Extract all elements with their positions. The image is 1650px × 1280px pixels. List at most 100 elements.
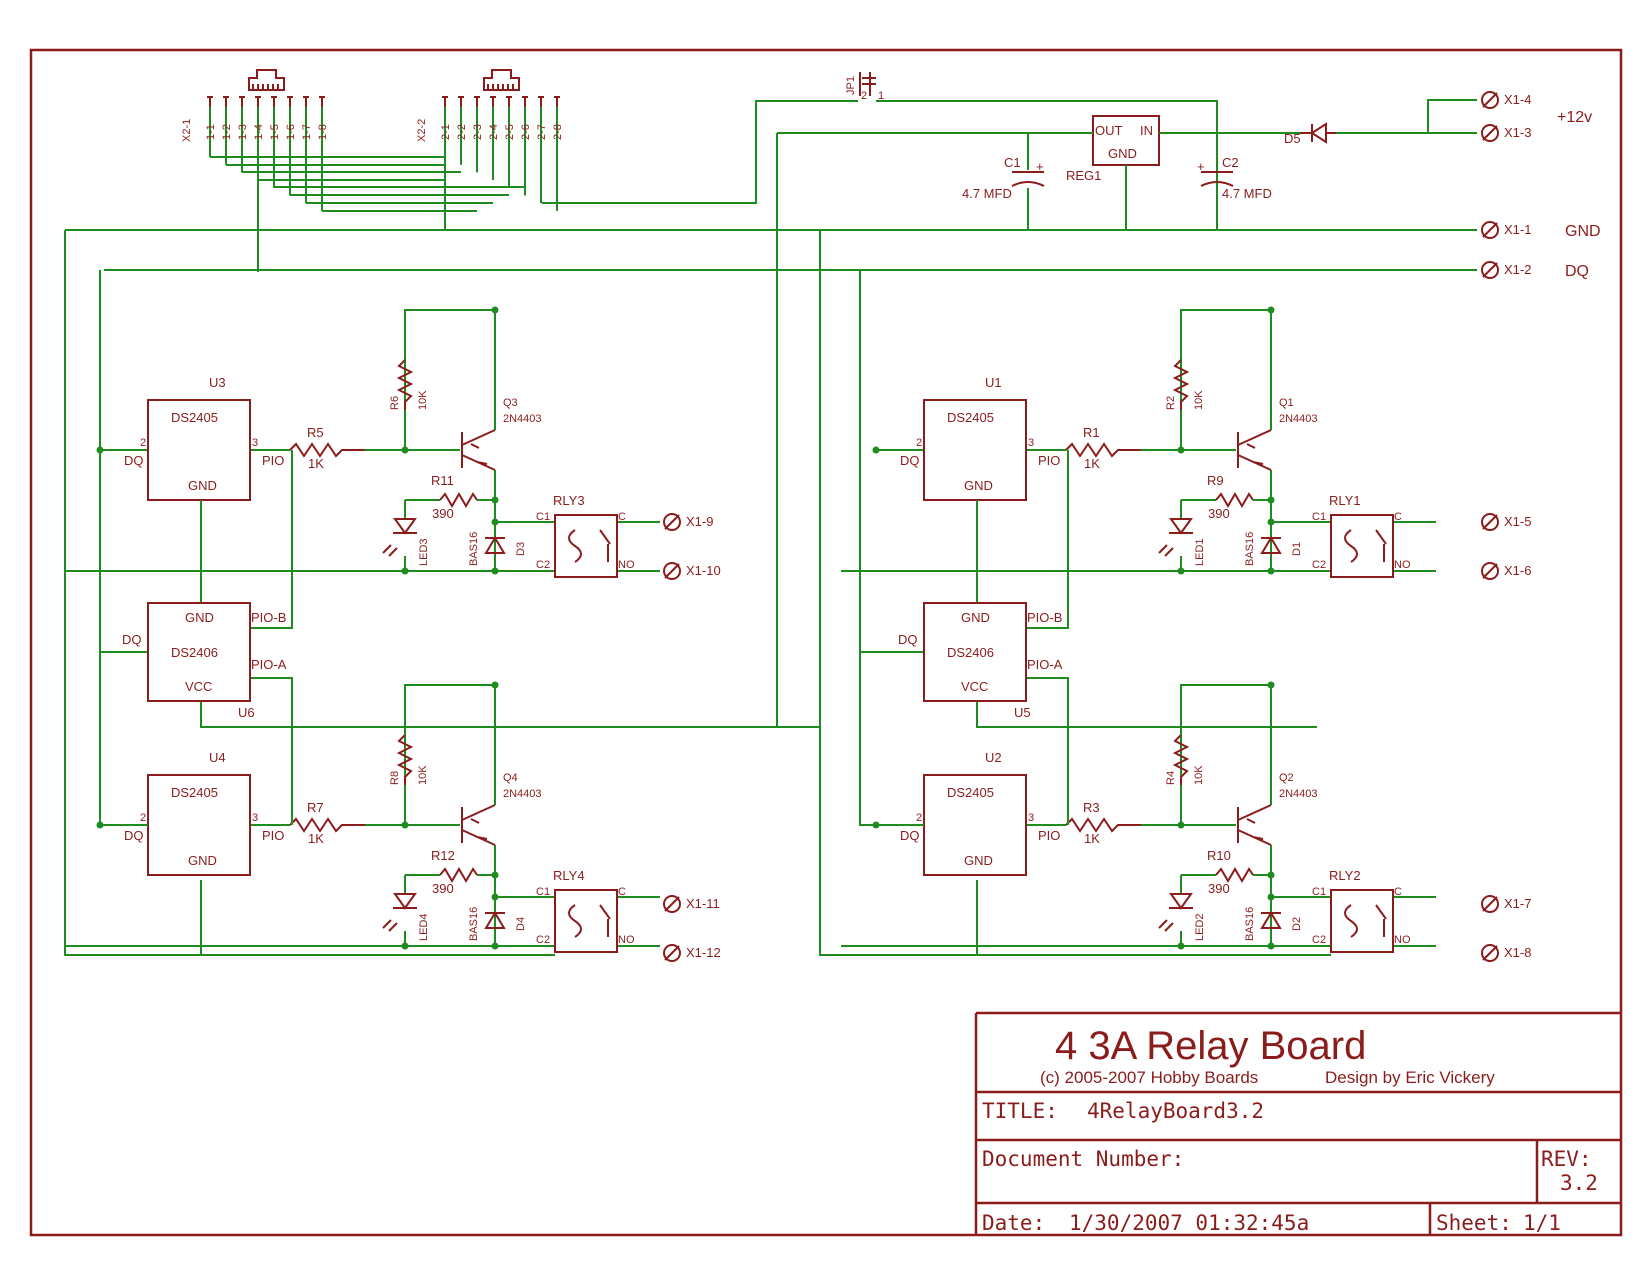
connector-pin-label: 2-4 (488, 124, 500, 140)
connector-pin-label: 1-2 (221, 124, 233, 140)
svg-text:390: 390 (1208, 881, 1230, 896)
svg-text:1: 1 (878, 90, 884, 102)
svg-text:C1: C1 (536, 511, 550, 523)
svg-text:RLY4: RLY4 (553, 868, 585, 883)
svg-text:GND: GND (964, 853, 993, 868)
svg-text:X1-5: X1-5 (1504, 514, 1531, 529)
svg-text:3: 3 (252, 437, 258, 449)
svg-text:NO: NO (1394, 559, 1411, 571)
svg-text:DQ: DQ (124, 828, 144, 843)
svg-text:2N4403: 2N4403 (1279, 413, 1318, 425)
svg-text:390: 390 (432, 506, 454, 521)
svg-text:GND: GND (961, 610, 990, 625)
svg-text:OUT: OUT (1095, 123, 1123, 138)
x2-2-ref: X2-2 (416, 119, 428, 142)
svg-text:PIO: PIO (262, 828, 284, 843)
svg-text:RLY1: RLY1 (1329, 493, 1361, 508)
svg-text:PIO: PIO (1038, 453, 1060, 468)
svg-text:BAS16: BAS16 (468, 532, 480, 566)
svg-text:10K: 10K (417, 765, 429, 785)
svg-text:R9: R9 (1207, 473, 1224, 488)
svg-text:R4: R4 (1165, 771, 1177, 785)
svg-text:PIO-A: PIO-A (251, 657, 287, 672)
svg-text:R10: R10 (1207, 848, 1231, 863)
svg-text:1K: 1K (1084, 831, 1100, 846)
svg-text:3: 3 (1028, 812, 1034, 824)
svg-text:X1-3: X1-3 (1504, 125, 1531, 140)
svg-text:NO: NO (618, 934, 635, 946)
net-gnd: GND (1565, 223, 1601, 240)
svg-text:NO: NO (1394, 934, 1411, 946)
svg-text:VCC: VCC (961, 679, 988, 694)
svg-text:LED4: LED4 (418, 913, 430, 941)
svg-text:U2: U2 (985, 750, 1002, 765)
screw-terminal-x1-4: X1-4 (1481, 91, 1531, 109)
rj45-connector-x2-1: X2-1 (181, 69, 285, 142)
svg-text:X1-2: X1-2 (1504, 262, 1531, 277)
svg-text:LED2: LED2 (1194, 913, 1206, 941)
svg-text:R5: R5 (307, 425, 324, 440)
relay-channel-tr: DS2405 GND DQ PIO 2 3 U1 R1 1K R2 10K Q1… (841, 306, 1436, 578)
net-dq: DQ (1565, 263, 1589, 280)
svg-text:GND: GND (964, 478, 993, 493)
svg-text:Q3: Q3 (503, 397, 518, 409)
screw-terminal-x1-2: X1-2 (1481, 261, 1531, 279)
board-title: 4 3A Relay Board (1055, 1024, 1366, 1068)
svg-text:PIO-B: PIO-B (251, 610, 286, 625)
svg-text:NO: NO (618, 559, 635, 571)
svg-text:DS2405: DS2405 (947, 410, 994, 425)
capacitor-c2: C2 + 4.7 MFD (1197, 155, 1272, 201)
connector-pin-label: 2-7 (536, 124, 548, 140)
sheet-label: Sheet: (1436, 1211, 1512, 1235)
designer-text: Design by Eric Vickery (1325, 1068, 1495, 1087)
svg-text:LED3: LED3 (418, 538, 430, 566)
svg-text:BAS16: BAS16 (468, 907, 480, 941)
connector-pin-label: 1-1 (205, 124, 217, 140)
document-number-label: Document Number: (982, 1147, 1184, 1171)
sheet-value: 1/1 (1523, 1211, 1561, 1235)
relay-channel-br: DS2405 GND DQ PIO 2 3 U2 R3 1K R4 10K Q2… (841, 681, 1436, 953)
svg-text:PIO: PIO (1038, 828, 1060, 843)
svg-text:1K: 1K (308, 456, 324, 471)
svg-text:X1-10: X1-10 (686, 563, 721, 578)
svg-text:C2: C2 (1312, 934, 1326, 946)
svg-text:RLY3: RLY3 (553, 493, 585, 508)
svg-text:C1: C1 (1004, 155, 1021, 170)
svg-text:2: 2 (861, 90, 867, 102)
svg-text:GND: GND (1108, 146, 1137, 161)
svg-text:10K: 10K (1193, 765, 1205, 785)
svg-text:BAS16: BAS16 (1244, 907, 1256, 941)
svg-text:REG1: REG1 (1066, 168, 1101, 183)
svg-text:U4: U4 (209, 750, 226, 765)
svg-text:DQ: DQ (900, 453, 920, 468)
net-v12: +12v (1557, 109, 1592, 126)
connector-bus-wires (65, 100, 1477, 272)
copyright-text: (c) 2005-2007 Hobby Boards (1040, 1068, 1258, 1087)
connector-pin-label: 1-5 (269, 124, 281, 140)
svg-text:390: 390 (1208, 506, 1230, 521)
svg-text:RLY2: RLY2 (1329, 868, 1361, 883)
relay-channel-tl: DS2405 GND DQ PIO 2 3 U3 R5 1K R6 10K Q3… (65, 306, 660, 578)
svg-text:1K: 1K (1084, 456, 1100, 471)
svg-text:+: + (1036, 159, 1044, 174)
svg-text:D3: D3 (515, 542, 527, 556)
svg-text:2N4403: 2N4403 (1279, 788, 1318, 800)
rev-label: REV: (1541, 1147, 1592, 1171)
svg-text:2N4403: 2N4403 (503, 413, 542, 425)
svg-text:R7: R7 (307, 800, 324, 815)
svg-text:DQ: DQ (900, 828, 920, 843)
connector-pin-label: 1-6 (285, 124, 297, 140)
svg-text:C1: C1 (1312, 511, 1326, 523)
x2-1-ref: X2-1 (181, 119, 193, 142)
svg-text:R12: R12 (431, 848, 455, 863)
svg-text:VCC: VCC (185, 679, 212, 694)
jumper-jp1: JP1 2 1 (845, 72, 884, 102)
svg-text:R11: R11 (431, 473, 454, 488)
svg-text:D1: D1 (1291, 542, 1303, 556)
svg-text:PIO: PIO (262, 453, 284, 468)
svg-text:U3: U3 (209, 375, 226, 390)
v12-wire (1336, 99, 1477, 134)
screw-terminal-x1-5: X1-5 (1481, 513, 1531, 531)
svg-text:DQ: DQ (122, 632, 142, 647)
